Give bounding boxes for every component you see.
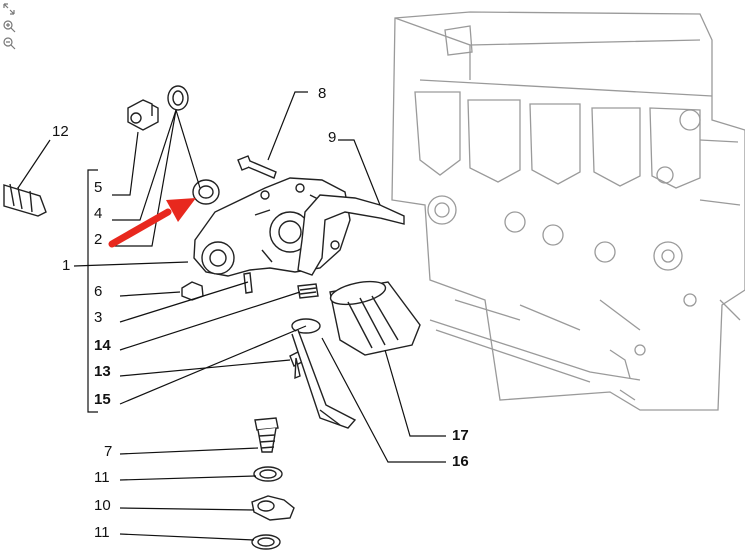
part-8-bolt xyxy=(237,155,277,179)
label-12: 12 xyxy=(52,123,69,140)
zoom-in-icon xyxy=(3,20,16,33)
part-17-oil-filter xyxy=(329,280,421,356)
label-8: 8 xyxy=(318,85,326,102)
leader-lines xyxy=(17,91,446,541)
label-5: 5 xyxy=(94,179,102,196)
label-3: 3 xyxy=(94,309,102,326)
viewer-toolbar xyxy=(2,2,18,50)
part-7-banjo-bolt xyxy=(254,417,279,453)
highlight-arrow xyxy=(108,198,196,248)
label-17: 17 xyxy=(452,427,469,444)
fit-to-page-button[interactable] xyxy=(2,2,16,16)
part-12-sensor xyxy=(3,183,47,217)
part-14-spring xyxy=(297,283,319,299)
zoom-in-button[interactable] xyxy=(2,19,16,33)
label-15: 15 xyxy=(94,391,111,408)
label-16: 16 xyxy=(452,453,469,470)
label-14: 14 xyxy=(94,337,111,354)
label-10: 10 xyxy=(94,497,111,514)
label-4: 4 xyxy=(94,205,102,222)
group-bracket xyxy=(87,169,98,413)
callout-labels: 12 8 9 5 4 2 1 6 3 14 13 15 7 11 10 11 1… xyxy=(52,85,469,541)
label-6: 6 xyxy=(94,283,102,300)
label-9: 9 xyxy=(328,129,336,146)
part-11-washer-bottom xyxy=(251,534,281,550)
part-2-oil-seal xyxy=(192,179,220,205)
label-11-bottom: 11 xyxy=(94,524,110,541)
fit-icon xyxy=(3,3,15,15)
label-1: 1 xyxy=(62,257,70,274)
part-11-washer-top xyxy=(253,466,283,482)
zoom-out-icon xyxy=(3,37,16,50)
label-13: 13 xyxy=(94,363,111,380)
engine-block-drawing xyxy=(391,11,745,411)
label-2: 2 xyxy=(94,231,102,248)
label-7: 7 xyxy=(104,443,112,460)
part-10-union xyxy=(251,495,295,521)
part-5-plug xyxy=(127,99,159,131)
label-11-top: 11 xyxy=(94,469,110,486)
part-4-seal-ring xyxy=(167,85,189,111)
part-9-gasket xyxy=(297,194,405,276)
part-3-stud xyxy=(243,272,253,294)
zoom-out-button[interactable] xyxy=(2,36,16,50)
